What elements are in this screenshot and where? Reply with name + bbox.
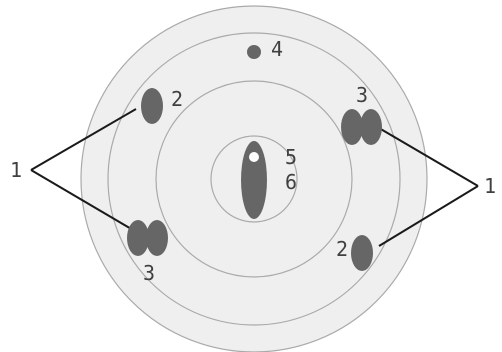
label-five: 5 bbox=[285, 145, 297, 169]
label-four: 4 bbox=[271, 37, 283, 61]
oval-top-left bbox=[141, 88, 163, 124]
label-one-left: 1 bbox=[10, 158, 22, 182]
label-two-bottom-right: 2 bbox=[336, 237, 348, 261]
dot-marker bbox=[247, 45, 261, 59]
center-highlight-dot bbox=[249, 152, 259, 162]
label-six: 6 bbox=[285, 170, 297, 194]
double-oval-top-right-right-lobe bbox=[360, 109, 382, 145]
oval-bottom-right bbox=[351, 235, 373, 271]
label-one-right: 1 bbox=[484, 174, 496, 198]
label-three-bottom-left: 3 bbox=[143, 261, 155, 285]
double-oval-top-right-left-lobe bbox=[341, 109, 363, 145]
double-oval-bottom-left-left-lobe bbox=[127, 220, 149, 256]
double-oval-bottom-left-right-lobe bbox=[146, 220, 168, 256]
label-two-top-left: 2 bbox=[171, 87, 183, 111]
label-three-top-right: 3 bbox=[356, 83, 368, 107]
